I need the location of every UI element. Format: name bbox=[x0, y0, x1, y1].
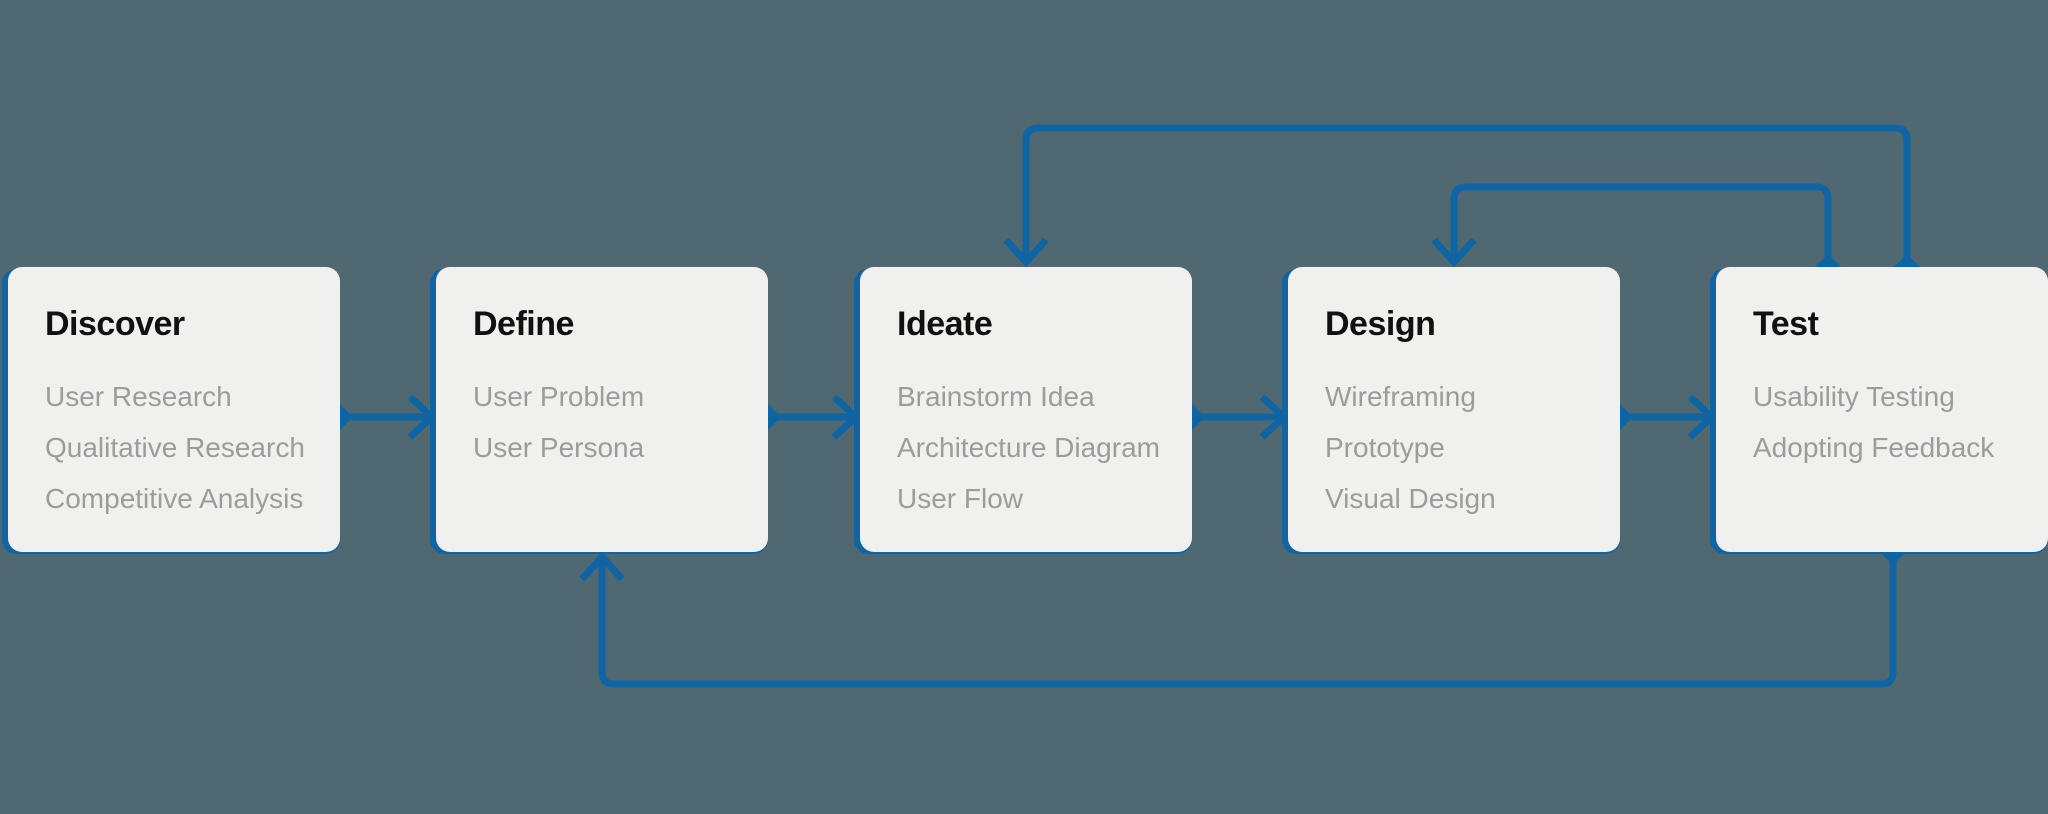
stage-item: User Problem bbox=[473, 381, 645, 412]
stage-item: User Research bbox=[45, 381, 232, 412]
arrowhead-icon bbox=[1003, 237, 1049, 268]
arrowhead-icon bbox=[407, 394, 438, 440]
connector-line bbox=[1450, 183, 1832, 264]
stage-card-discover: Discover User Research Qualitative Resea… bbox=[8, 267, 340, 552]
stage-item: Brainstorm Idea bbox=[897, 381, 1095, 412]
stage-title: Ideate bbox=[897, 305, 993, 343]
connector-line bbox=[1022, 124, 1911, 264]
connector-discover-define bbox=[327, 394, 438, 440]
stage-item: Adopting Feedback bbox=[1753, 432, 1995, 463]
stage-item: Visual Design bbox=[1325, 483, 1496, 514]
stage-card-test: Test Usability Testing Adopting Feedback bbox=[1716, 267, 2048, 552]
stage-item: Wireframing bbox=[1325, 381, 1476, 412]
stage-card-ideate: Ideate Brainstorm Idea Architecture Diag… bbox=[860, 267, 1192, 552]
stage-title: Test bbox=[1753, 305, 1819, 343]
connector-line bbox=[598, 555, 1897, 688]
connector-define-ideate bbox=[755, 394, 862, 440]
stage-title: Design bbox=[1325, 305, 1436, 343]
stage-item: Usability Testing bbox=[1753, 381, 1955, 412]
stage-title: Define bbox=[473, 305, 574, 343]
stage-title: Discover bbox=[45, 305, 185, 343]
stage-item: Competitive Analysis bbox=[45, 483, 304, 514]
arrowhead-icon bbox=[1431, 237, 1477, 268]
arrowhead-icon bbox=[579, 551, 625, 582]
stage-card-define: Define User Problem User Persona bbox=[436, 267, 768, 552]
connector-ideate-design bbox=[1179, 394, 1290, 440]
stage-item: User Persona bbox=[473, 432, 645, 463]
arrowhead-icon bbox=[1687, 394, 1718, 440]
feedback-loop-test-define bbox=[579, 539, 1906, 688]
connector-design-test bbox=[1607, 394, 1718, 440]
stage-item: Architecture Diagram bbox=[897, 432, 1160, 463]
arrowhead-icon bbox=[831, 394, 862, 440]
stage-item: Prototype bbox=[1325, 432, 1445, 463]
arrowhead-icon bbox=[1259, 394, 1290, 440]
stage-item: User Flow bbox=[897, 483, 1024, 514]
stage-card-design: Design Wireframing Prototype Visual Desi… bbox=[1288, 267, 1620, 552]
stage-item: Qualitative Research bbox=[45, 432, 305, 463]
